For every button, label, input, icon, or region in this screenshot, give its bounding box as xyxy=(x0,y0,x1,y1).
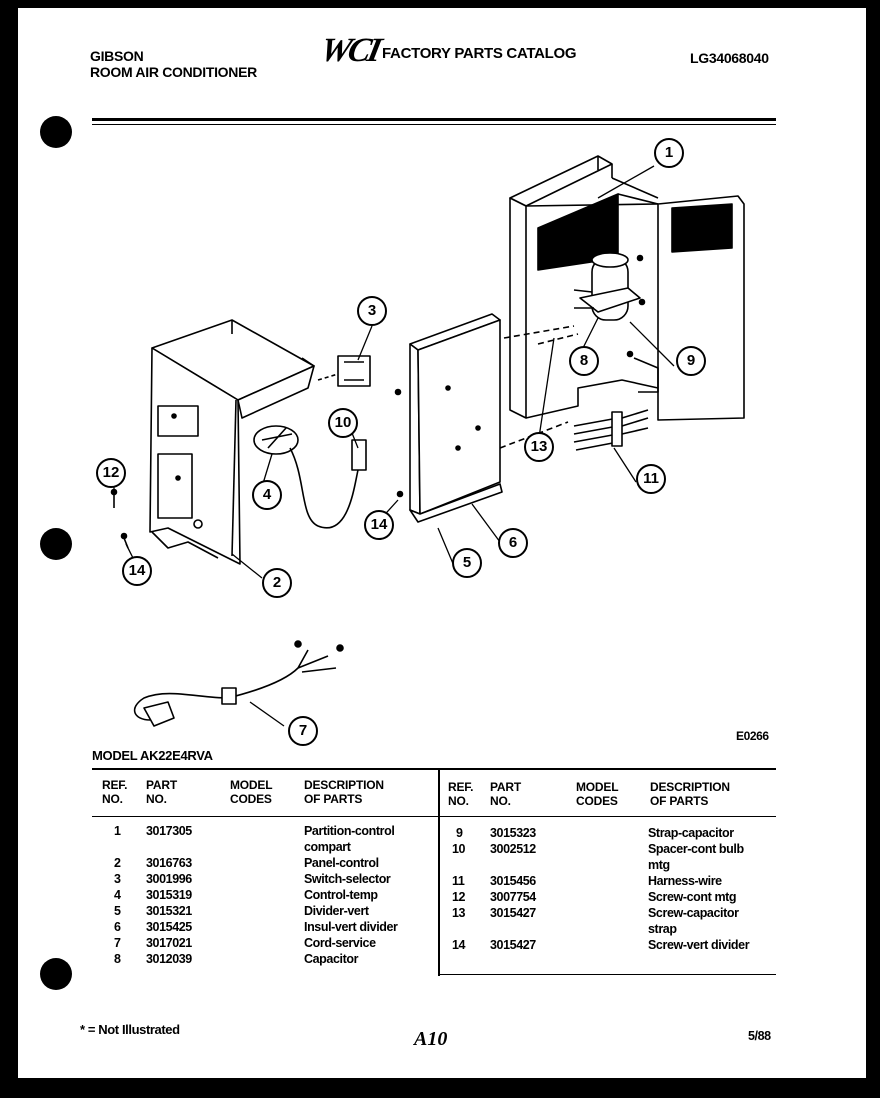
callout-8: 8 xyxy=(569,346,599,376)
exploded-parts-diagram xyxy=(110,155,745,727)
table-row: 5 3015321 Divider-vert xyxy=(114,904,369,918)
table-row: 6 3015425 Insul-vert divider xyxy=(114,920,398,934)
callout-leaders xyxy=(113,165,675,727)
table-row: 12 3007754 Screw-cont mtg xyxy=(452,890,737,904)
table-row: 2 3016763 Panel-control xyxy=(114,856,379,870)
harness-wire-drawing xyxy=(573,409,649,451)
catalog-page: GIBSON ROOM AIR CONDITIONER WCI FACTORY … xyxy=(18,8,866,1078)
cord-service-drawing xyxy=(133,640,344,727)
revision-date: 5/88 xyxy=(748,1029,771,1043)
product-name: ROOM AIR CONDITIONER xyxy=(90,64,257,80)
callout-14-left: 14 xyxy=(122,556,152,586)
callout-3: 3 xyxy=(357,296,387,326)
model-label: MODEL AK22E4RVA xyxy=(92,748,213,763)
callout-10: 10 xyxy=(328,408,358,438)
binder-hole-top xyxy=(40,116,72,148)
col-ref-header-left: REF.NO. xyxy=(102,778,128,806)
table-row: 10 3002512 Spacer-cont bulb mtg xyxy=(452,842,744,872)
table-top-rule xyxy=(92,768,776,770)
parts-table-left: 1 3017305 Partition-control compart 2 30… xyxy=(102,823,432,967)
page-number: A10 xyxy=(414,1028,448,1050)
table-header-rule xyxy=(92,816,776,817)
table-center-divider xyxy=(438,770,440,976)
divider-vert-drawing xyxy=(394,313,569,523)
header-rule-thin xyxy=(92,124,776,125)
binder-hole-bottom xyxy=(40,958,72,990)
callout-2: 2 xyxy=(262,568,292,598)
callout-4: 4 xyxy=(252,480,282,510)
catalog-title: FACTORY PARTS CATALOG xyxy=(382,45,577,62)
col-ref-header-right: REF.NO. xyxy=(448,780,474,808)
table-row: 4 3015319 Control-temp xyxy=(114,888,378,902)
brand-name: GIBSON xyxy=(90,48,144,64)
callout-12: 12 xyxy=(96,458,126,488)
parts-table-right: 9 3015323 Strap-capacitor 10 3002512 Spa… xyxy=(448,825,778,953)
capacitor-drawing xyxy=(503,252,646,358)
binder-hole-middle xyxy=(40,528,72,560)
control-temp-drawing xyxy=(253,425,367,529)
switch-selector-drawing xyxy=(317,355,371,387)
header-rule-thick xyxy=(92,118,776,121)
callout-7: 7 xyxy=(288,716,318,746)
callout-13: 13 xyxy=(524,432,554,462)
callout-14-middle: 14 xyxy=(364,510,394,540)
callout-11: 11 xyxy=(636,464,666,494)
table-row: 3 3001996 Switch-selector xyxy=(114,872,391,886)
table-bottom-rule xyxy=(438,974,776,975)
table-row: 8 3012039 Capacitor xyxy=(114,952,359,966)
callout-5: 5 xyxy=(452,548,482,578)
diagram-code: E0266 xyxy=(736,729,769,743)
table-row: 1 3017305 Partition-control compart xyxy=(114,824,395,854)
callout-9: 9 xyxy=(676,346,706,376)
catalog-code: LG34068040 xyxy=(690,50,769,66)
table-row: 9 3015323 Strap-capacitor xyxy=(456,826,734,840)
table-row: 14 3015427 Screw-vert divider xyxy=(452,938,750,952)
panel-control-drawing xyxy=(149,319,315,565)
screws-drawing xyxy=(110,488,129,549)
callout-6: 6 xyxy=(498,528,528,558)
callout-1: 1 xyxy=(654,138,684,168)
table-row: 11 3015456 Harness-wire xyxy=(452,874,722,888)
table-row: 7 3017021 Cord-service xyxy=(114,936,376,950)
table-row: 13 3015427 Screw-capacitor strap xyxy=(452,906,739,936)
not-illustrated-note: * = Not Illustrated xyxy=(80,1022,180,1037)
